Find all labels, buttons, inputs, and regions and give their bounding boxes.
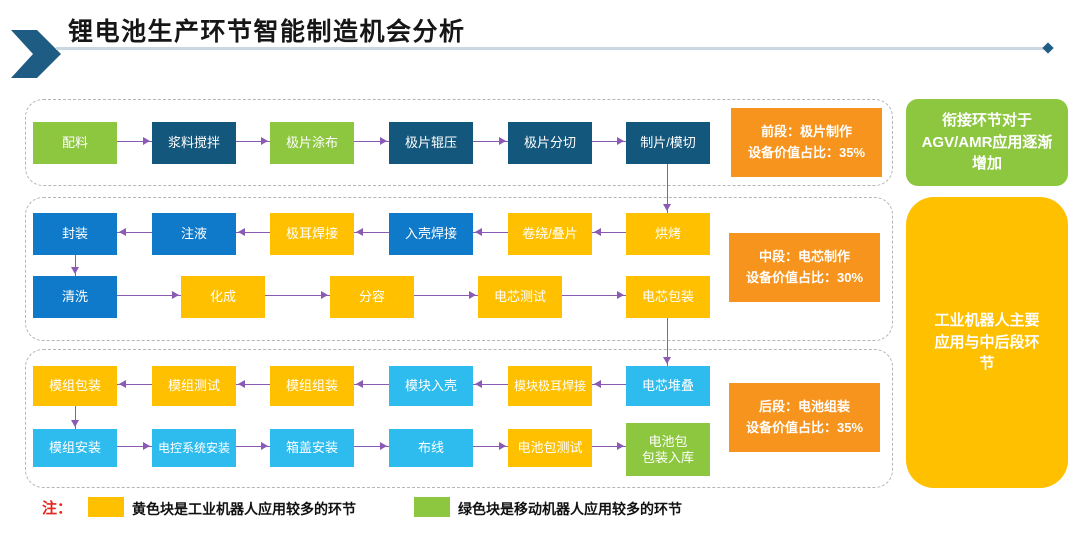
process-box: 电池包 包装入库	[626, 423, 710, 476]
flow-arrow-right	[562, 291, 626, 299]
process-box-line1: 电池包	[648, 433, 688, 449]
process-box: 烘烤	[626, 213, 710, 255]
stage-label-front: 前段：极片制作 设备价值占比：35%	[731, 108, 882, 177]
flow-arrow-left	[117, 380, 152, 388]
process-box: 电芯堆叠	[626, 366, 710, 406]
title-underline	[56, 47, 1048, 50]
process-box: 布线	[389, 429, 473, 467]
process-box: 模块极耳焊接	[508, 366, 592, 406]
stage-label-line1: 前段：极片制作	[760, 123, 852, 139]
stage-label-line2: 设备价值占比：30%	[745, 269, 864, 285]
process-box: 注液	[152, 213, 236, 255]
side-note-line: 增加	[971, 155, 1002, 173]
side-note-industrial-robot: 工业机器人主要 应用与中后段环 节	[906, 197, 1068, 488]
process-box: 封装	[33, 213, 117, 255]
flow-arrow-right	[473, 137, 508, 145]
process-box: 模组测试	[152, 366, 236, 406]
stage-label-line1: 中段：电芯制作	[758, 248, 850, 264]
process-box: 电池包测试	[508, 429, 592, 467]
flow-arrow-left	[473, 380, 508, 388]
process-box: 箱盖安装	[270, 429, 354, 467]
flow-arrow-right	[354, 137, 389, 145]
process-box: 电芯测试	[478, 276, 562, 318]
legend-text-yellow: 黄色块是工业机器人应用较多的环节	[132, 501, 356, 517]
flow-arrow-left	[236, 380, 270, 388]
process-box: 化成	[181, 276, 265, 318]
legend-text-green: 绿色块是移动机器人应用较多的环节	[458, 501, 682, 517]
process-box: 配料	[33, 122, 117, 164]
side-note-line: 衔接环节对于	[941, 111, 1032, 129]
side-note-line: 节	[979, 355, 995, 373]
process-box: 模组组装	[270, 366, 354, 406]
side-note-line: 工业机器人主要	[934, 311, 1040, 329]
process-box: 极片辊压	[389, 122, 473, 164]
flow-arrow-right	[592, 442, 626, 450]
process-box: 模组安装	[33, 429, 117, 467]
flow-arrow-right	[117, 291, 181, 299]
process-box: 卷绕/叠片	[508, 213, 592, 255]
flow-arrow-right	[236, 442, 270, 450]
connector-arrow-down	[71, 406, 79, 429]
flow-arrow-left	[354, 380, 389, 388]
process-box: 极片涂布	[270, 122, 354, 164]
flow-arrow-right	[117, 137, 152, 145]
side-note-line: AGV/AMR应用逐渐	[921, 133, 1053, 151]
flow-arrow-right	[236, 137, 270, 145]
process-box: 模组包装	[33, 366, 117, 406]
legend-swatch-yellow	[88, 497, 124, 517]
legend-swatch-green	[414, 497, 450, 517]
title-chevron-icon	[11, 30, 61, 78]
flow-arrow-right	[265, 291, 330, 299]
flow-arrow-right	[473, 442, 508, 450]
flow-arrow-left	[592, 380, 626, 388]
process-box: 分容	[330, 276, 414, 318]
stage-label-line1: 后段：电池组装	[758, 398, 850, 414]
connector-arrow-down	[663, 318, 671, 366]
process-box: 入壳焊接	[389, 213, 473, 255]
process-box: 清洗	[33, 276, 117, 318]
process-box: 电芯包装	[626, 276, 710, 318]
process-box: 制片/模切	[626, 122, 710, 164]
flow-arrow-left	[354, 228, 389, 236]
process-box: 电控系统安装	[152, 429, 236, 467]
process-box: 极耳焊接	[270, 213, 354, 255]
side-note-line: 应用与中后段环	[934, 333, 1040, 351]
title-line-end-diamond	[1042, 42, 1054, 54]
stage-label-mid: 中段：电芯制作 设备价值占比：30%	[729, 233, 880, 302]
flow-arrow-left	[236, 228, 270, 236]
page-title: 锂电池生产环节智能制造机会分析	[68, 18, 466, 46]
stage-label-line2: 设备价值占比：35%	[745, 419, 864, 435]
legend-note-label: 注：	[42, 500, 73, 517]
process-box: 模块入壳	[389, 366, 473, 406]
flow-arrow-left	[473, 228, 508, 236]
flow-arrow-right	[117, 442, 152, 450]
connector-arrow-down	[71, 255, 79, 276]
connector-arrow-down	[663, 164, 671, 213]
process-box: 浆料搅拌	[152, 122, 236, 164]
process-box-line2: 包装入库	[641, 449, 694, 465]
flow-arrow-left	[592, 228, 626, 236]
side-note-agv: 衔接环节对于 AGV/AMR应用逐渐 增加	[906, 99, 1068, 186]
process-box: 极片分切	[508, 122, 592, 164]
flow-arrow-right	[354, 442, 389, 450]
flow-arrow-right	[414, 291, 478, 299]
flow-arrow-left	[117, 228, 152, 236]
stage-label-back: 后段：电池组装 设备价值占比：35%	[729, 383, 880, 452]
stage-label-line2: 设备价值占比：35%	[747, 144, 866, 160]
flow-arrow-right	[592, 137, 626, 145]
